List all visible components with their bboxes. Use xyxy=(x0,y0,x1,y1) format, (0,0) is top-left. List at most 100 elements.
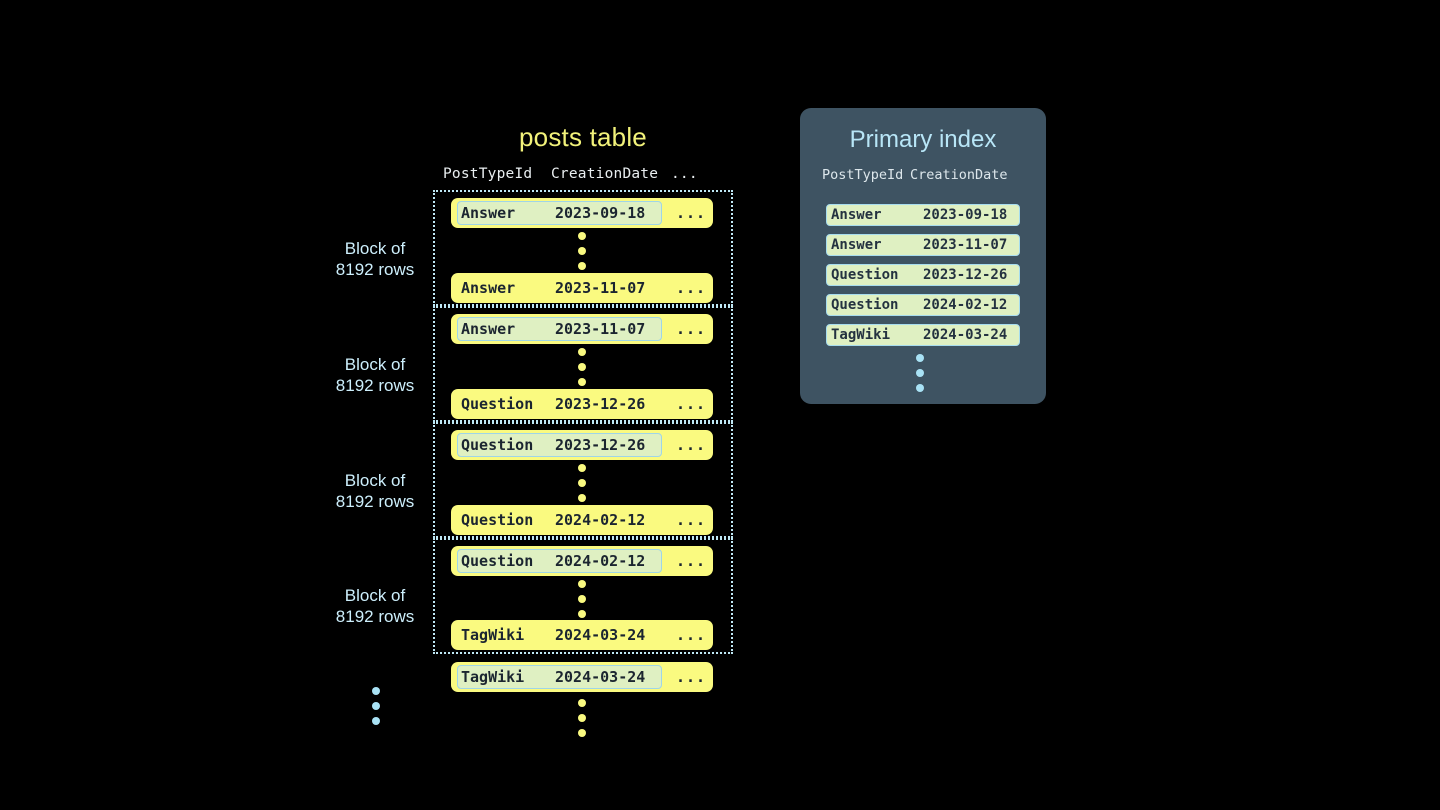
table-bottom-ellipsis xyxy=(576,699,588,737)
block-label-3-line2: 8192 rows xyxy=(335,492,415,511)
row-ellipsis: ... xyxy=(676,204,707,222)
index-row-creation-date: 2023-11-07 xyxy=(923,237,1008,253)
row-ellipsis: ... xyxy=(676,552,707,570)
dot-icon xyxy=(372,717,380,725)
block-label-2: Block of 8192 rows xyxy=(300,354,450,396)
block-frame-4 xyxy=(433,538,733,654)
index-row-creation-date: 2023-12-26 xyxy=(923,267,1008,283)
row-creation-date: 2024-03-24 xyxy=(555,626,646,644)
block-label-1-line1: Block of xyxy=(344,239,406,258)
index-row-post-type: Answer xyxy=(831,237,882,253)
row-post-type: Question xyxy=(461,395,534,413)
dot-icon xyxy=(916,369,924,377)
row-post-type: Question xyxy=(461,511,534,529)
dot-icon xyxy=(578,348,586,356)
row-post-type: Answer xyxy=(461,279,516,297)
block-label-4: Block of 8192 rows xyxy=(300,585,450,627)
index-row: Question 2024-02-12 xyxy=(826,294,1020,316)
index-row: TagWiki 2024-03-24 xyxy=(826,324,1020,346)
row-creation-date: 2023-12-26 xyxy=(555,395,646,413)
row-post-type: Answer xyxy=(461,204,516,222)
row-ellipsis: ... xyxy=(676,511,707,529)
row-gap-ellipsis-4 xyxy=(576,580,588,618)
index-bottom-ellipsis xyxy=(914,354,926,392)
dot-icon xyxy=(578,729,586,737)
table-row: Question 2023-12-26 ... xyxy=(451,430,713,460)
row-creation-date: 2023-11-07 xyxy=(555,320,646,338)
dot-icon xyxy=(578,247,586,255)
dot-icon xyxy=(578,363,586,371)
dot-icon xyxy=(578,580,586,588)
table-row: Question 2024-02-12 ... xyxy=(451,505,713,535)
index-row: Answer 2023-11-07 xyxy=(826,234,1020,256)
dot-icon xyxy=(578,595,586,603)
index-row-post-type: Question xyxy=(831,267,899,283)
block-label-1: Block of 8192 rows xyxy=(300,238,450,280)
row-ellipsis: ... xyxy=(676,436,707,454)
row-ellipsis: ... xyxy=(676,668,707,686)
table-row: Answer 2023-09-18 ... xyxy=(451,198,713,228)
row-gap-ellipsis-3 xyxy=(576,464,588,502)
dot-icon xyxy=(578,699,586,707)
posts-table-column-headers: PostTypeId CreationDate ... xyxy=(443,166,723,182)
block-label-4-line2: 8192 rows xyxy=(335,607,415,626)
row-ellipsis: ... xyxy=(676,395,707,413)
index-row-creation-date: 2024-02-12 xyxy=(923,297,1008,313)
index-column-header-creationdate: CreationDate xyxy=(910,167,1008,183)
row-post-type: Question xyxy=(461,552,534,570)
block-label-2-line2: 8192 rows xyxy=(335,376,415,395)
index-row-post-type: Answer xyxy=(831,207,882,223)
row-creation-date: 2023-09-18 xyxy=(555,204,646,222)
dot-icon xyxy=(578,262,586,270)
block-frame-1 xyxy=(433,190,733,306)
index-row: Answer 2023-09-18 xyxy=(826,204,1020,226)
row-creation-date: 2023-12-26 xyxy=(555,436,646,454)
dot-icon xyxy=(578,494,586,502)
index-row-post-type: TagWiki xyxy=(831,327,891,343)
dot-icon xyxy=(578,464,586,472)
dot-icon xyxy=(372,702,380,710)
index-row-creation-date: 2024-03-24 xyxy=(923,327,1008,343)
block-label-2-line1: Block of xyxy=(344,355,406,374)
table-row: Question 2023-12-26 ... xyxy=(451,389,713,419)
table-row: Answer 2023-11-07 ... xyxy=(451,314,713,344)
row-ellipsis: ... xyxy=(676,626,707,644)
column-header-posttypeid: PostTypeId xyxy=(443,166,533,182)
dot-icon xyxy=(372,687,380,695)
primary-index-column-headers: PostTypeId CreationDate xyxy=(822,167,1032,183)
dot-icon xyxy=(578,610,586,618)
table-row: Answer 2023-11-07 ... xyxy=(451,273,713,303)
index-column-header-posttypeid: PostTypeId xyxy=(822,167,904,183)
column-header-creationdate: CreationDate xyxy=(551,166,659,182)
row-post-type: Answer xyxy=(461,320,516,338)
block-label-4-line1: Block of xyxy=(344,586,406,605)
row-post-type: Question xyxy=(461,436,534,454)
block-label-3: Block of 8192 rows xyxy=(300,470,450,512)
block-frame-2 xyxy=(433,306,733,422)
dot-icon xyxy=(578,714,586,722)
row-creation-date: 2023-11-07 xyxy=(555,279,646,297)
row-post-type: TagWiki xyxy=(461,668,525,686)
table-row-trailing: TagWiki 2024-03-24 ... xyxy=(451,662,713,692)
dot-icon xyxy=(578,479,586,487)
dot-icon xyxy=(916,384,924,392)
row-creation-date: 2024-02-12 xyxy=(555,552,646,570)
index-row-post-type: Question xyxy=(831,297,899,313)
primary-index-panel: Primary index PostTypeId CreationDate An… xyxy=(800,108,1046,404)
dot-icon xyxy=(916,354,924,362)
row-creation-date: 2024-03-24 xyxy=(555,668,646,686)
row-creation-date: 2024-02-12 xyxy=(555,511,646,529)
row-post-type: TagWiki xyxy=(461,626,525,644)
blocks-continue-ellipsis xyxy=(370,687,382,725)
row-ellipsis: ... xyxy=(676,320,707,338)
table-row: Question 2024-02-12 ... xyxy=(451,546,713,576)
block-label-1-line2: 8192 rows xyxy=(335,260,415,279)
posts-table-title: posts table xyxy=(519,122,647,152)
row-ellipsis: ... xyxy=(676,279,707,297)
block-frame-3 xyxy=(433,422,733,538)
row-gap-ellipsis-1 xyxy=(576,232,588,270)
column-header-ellipsis: ... xyxy=(671,166,698,182)
row-gap-ellipsis-2 xyxy=(576,348,588,386)
dot-icon xyxy=(578,378,586,386)
